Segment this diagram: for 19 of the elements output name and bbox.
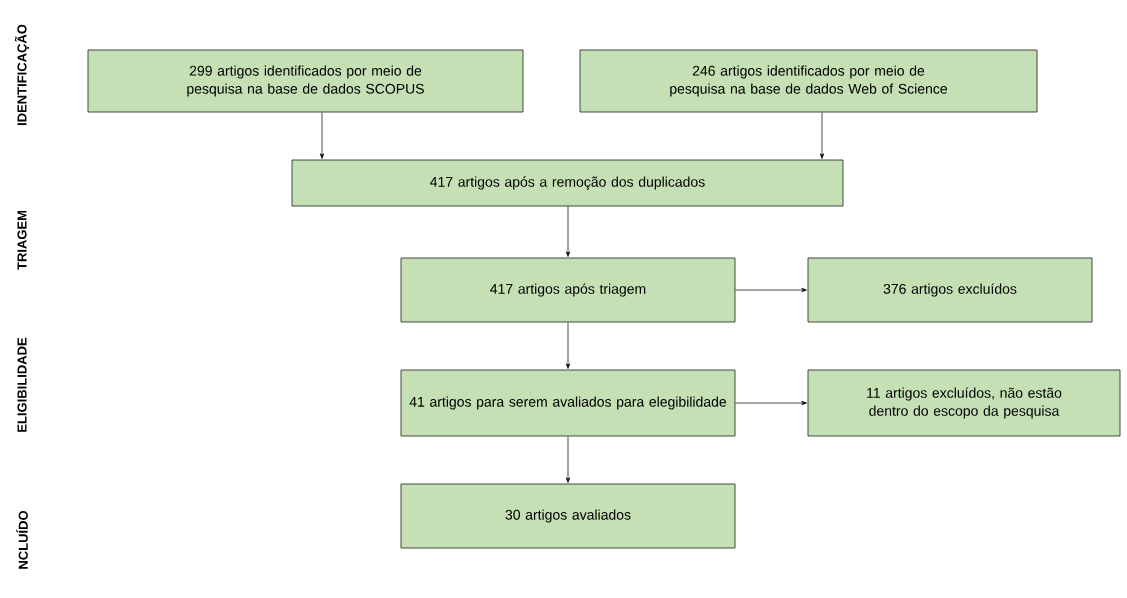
- process-box: 417 artigos após a remoção dos duplicados: [291, 159, 844, 207]
- process-box: 246 artigos identificados por meio de pesquisa na base de dados Web of Science: [579, 49, 1038, 113]
- process-box: 41 artigos para serem avaliados para elegibilidade: [400, 369, 736, 437]
- process-box: 30 artigos avaliados: [400, 483, 736, 549]
- stage-label: IDENTIFICAÇÃO: [14, 24, 30, 126]
- arrow: [735, 400, 807, 406]
- stage-label: TRIAGEM: [17, 210, 27, 270]
- arrow: [319, 112, 325, 159]
- arrow: [735, 287, 807, 293]
- arrow: [565, 322, 571, 369]
- arrow: [819, 112, 825, 159]
- process-box: 417 artigos após triagem: [400, 257, 736, 323]
- stage-label: NCLUÍDO: [16, 510, 28, 569]
- arrow: [565, 206, 571, 257]
- process-box: 299 artigos identificados por meio de pesquisa na base de dados SCOPUS: [87, 49, 524, 113]
- stage-label: ELIGIBILIDADE: [17, 337, 27, 432]
- arrow: [565, 436, 571, 483]
- process-box: 11 artigos excluídos, não estão dentro do escopo da pesquisa: [807, 369, 1121, 437]
- process-box: 376 artigos excluídos: [807, 257, 1093, 323]
